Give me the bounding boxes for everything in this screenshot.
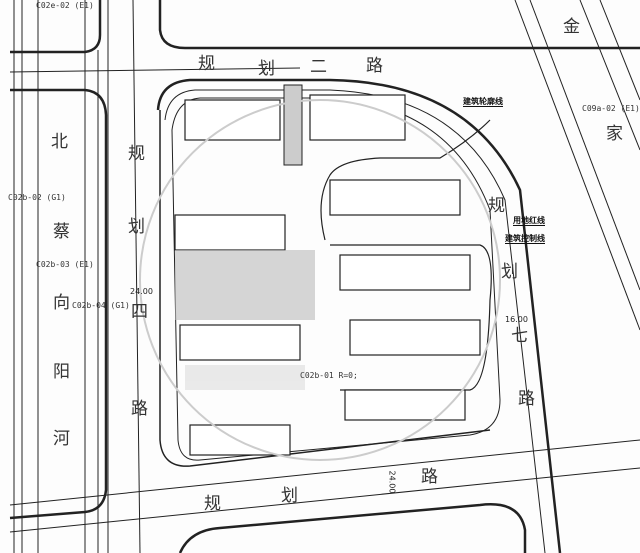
parcel-code: C02b-04 (G1) [72,301,130,310]
road-label-east: 规 [488,196,505,216]
road-label-east: 七 [511,326,528,346]
note-building-control-line: 建筑控制线 [505,234,545,244]
river-label: 阳 [53,362,70,382]
road-label-north: 划 [258,59,275,79]
road-label-north: 路 [366,56,383,76]
road-label-north: 规 [198,54,215,74]
building [179,324,301,361]
river-label: 北 [51,132,68,152]
block-north [158,0,640,50]
road-label-west: 划 [128,217,145,237]
road-label-west: 规 [128,144,145,164]
building [344,389,466,421]
river-label: 蔡 [53,222,70,242]
road-label-south: 路 [421,467,438,487]
road-label-jinjia: 家 [606,124,623,144]
river-bank [9,88,108,520]
building [189,424,291,456]
road-label-jinjia: 金 [563,17,580,37]
road-label-east: 路 [518,389,535,409]
note-site-red-line: 用地红线 [513,216,545,226]
parcel-code: C02b-02 (G1) [8,193,66,202]
road-label-south: 规 [204,494,221,514]
site-boundary [156,78,562,553]
building [174,214,286,251]
river-label: 向 [53,293,70,313]
road-label-west: 四 [131,302,148,322]
note-building-outline: 建筑轮廓线 [463,97,503,107]
dimension-south: 24.00 [387,470,397,494]
dimension-west: 24.00 [130,287,153,296]
parcel-code: C02e-02 (E1) [36,1,94,10]
building [329,179,461,216]
parcel-code: C02b-01 R=0; [300,371,358,380]
parcel-code: C09a-02 (E1) [582,104,640,113]
river-label: 河 [53,429,70,449]
building [339,254,471,291]
dimension-east: 16.00 [505,315,528,324]
building [184,99,281,141]
parcel-code: C02b-03 (E1) [36,260,94,269]
road-label-west: 路 [131,399,148,419]
building [349,319,481,356]
road-label-east: 划 [501,262,518,282]
road-label-south: 划 [281,486,298,506]
building [309,94,406,141]
road-label-north: 二 [310,57,327,77]
